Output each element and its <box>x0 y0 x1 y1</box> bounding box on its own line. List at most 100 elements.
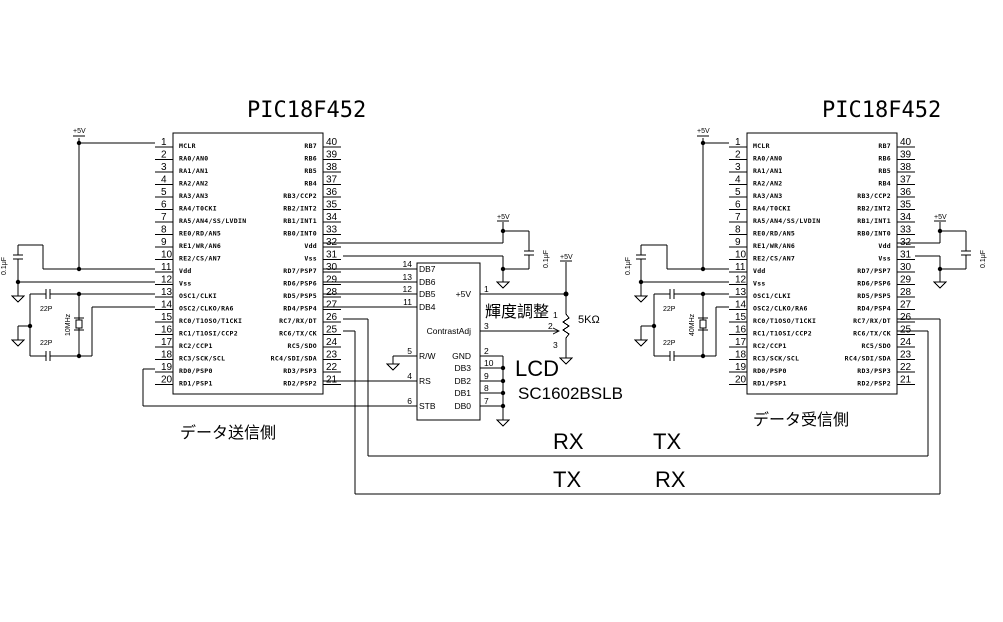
sender-osc-cap-label-top: 22P <box>40 306 53 313</box>
pin-number: 36 <box>326 187 338 198</box>
pin-number: 36 <box>900 187 912 198</box>
pin-name: RB1/INT1 <box>857 217 891 225</box>
lcd-pin-number: 9 <box>484 371 489 381</box>
receiver-chip-body <box>746 132 898 395</box>
lcd-pin-name: ContrastAdj <box>427 326 472 336</box>
pin-name: RA1/AN1 <box>753 167 783 175</box>
pin-name: RD2/PSP2 <box>283 380 317 388</box>
pin-number: 14 <box>735 300 747 311</box>
pin-number: 40 <box>900 137 912 148</box>
pin-name: RD2/PSP2 <box>857 380 891 388</box>
pot-value-label: 5KΩ <box>578 314 600 326</box>
pin-number: 26 <box>326 312 338 323</box>
pin-name: RE2/CS/AN7 <box>753 255 795 263</box>
lcd-pin-number: 10 <box>484 358 494 368</box>
lcd-pin-name: DB4 <box>419 302 436 312</box>
pin-number: 30 <box>900 262 912 273</box>
lcd-pin-name: STB <box>419 401 436 411</box>
pin-name: Vdd <box>878 242 891 250</box>
lcd-pin-number: 13 <box>403 272 413 282</box>
lcd-pin-number: 5 <box>407 346 412 356</box>
signal-line1-right: TX <box>653 429 681 454</box>
pin-number: 5 <box>735 187 741 198</box>
pin-number: 10 <box>735 250 747 261</box>
pin-name: RB5 <box>304 167 317 175</box>
pin-name: RD3/PSP3 <box>857 367 891 375</box>
pin-name: RD5/PSP5 <box>857 292 891 300</box>
pin-name: RD1/PSP1 <box>753 380 787 388</box>
pin-number: 24 <box>326 337 338 348</box>
pin-number: 5 <box>161 187 167 198</box>
pin-number: 35 <box>326 200 338 211</box>
pin-number: 19 <box>161 362 173 373</box>
pin-number: 23 <box>900 350 912 361</box>
pin-name: RB6 <box>304 155 317 163</box>
lcd-pin-name: DB5 <box>419 289 436 299</box>
pin-number: 27 <box>326 300 338 311</box>
pin-number: 37 <box>900 175 912 186</box>
receiver-crystal-label: 40MHz <box>689 313 696 336</box>
pin-number: 7 <box>161 212 167 223</box>
lcd-pin-name: DB0 <box>454 401 471 411</box>
pin-name: RC5/SDO <box>862 342 892 350</box>
lcd-pin-number: 4 <box>407 371 412 381</box>
signal-line2-left: TX <box>553 467 581 492</box>
pin-name: RC0/T1OSO/T1CKI <box>179 317 242 325</box>
pin-name: RE0/RD/AN5 <box>179 230 221 238</box>
pin-number: 28 <box>326 287 338 298</box>
pin-number: 18 <box>735 350 747 361</box>
pin-name: RB5 <box>878 167 891 175</box>
pin-name: MCLR <box>753 142 770 150</box>
pin-number: 17 <box>735 337 747 348</box>
pin-name: MCLR <box>179 142 196 150</box>
pin-number: 34 <box>326 212 338 223</box>
pot-pin-1: 1 <box>553 310 558 320</box>
receiver-right-vdd-label: +5V <box>934 214 947 221</box>
sender-right-cap-label: 0.1μF <box>543 250 550 268</box>
pin-number: 23 <box>326 350 338 361</box>
pin-number: 11 <box>735 262 746 273</box>
pin-name: Vdd <box>753 267 766 275</box>
pin-name: RB7 <box>878 142 891 150</box>
sender-power-wiring <box>10 135 155 303</box>
pin-name: RC7/RX/DT <box>279 317 317 325</box>
pin-name: RA2/AN2 <box>753 180 783 188</box>
receiver-oscillator <box>633 289 729 361</box>
pin-number: 35 <box>900 200 912 211</box>
pin-name: RB3/CCP2 <box>857 192 891 200</box>
receiver-caption: データ受信側 <box>753 410 849 429</box>
pin-number: 38 <box>326 162 338 173</box>
pin-name: RC6/TX/CK <box>279 330 317 338</box>
pin-number: 22 <box>900 362 912 373</box>
pin-number: 20 <box>161 375 173 386</box>
pin-name: RA4/T0CKI <box>753 205 791 213</box>
pin-number: 38 <box>900 162 912 173</box>
receiver-chip-title: PIC18F452 <box>822 98 941 123</box>
pin-number: 18 <box>161 350 173 361</box>
pin-number: 11 <box>161 262 172 273</box>
pin-name: Vdd <box>179 267 192 275</box>
pin-name: RD4/PSP4 <box>283 305 317 313</box>
pin-number: 3 <box>735 162 741 173</box>
pin-name: RE1/WR/AN6 <box>179 242 221 250</box>
pin-name: RB4 <box>304 180 317 188</box>
pin-number: 37 <box>326 175 338 186</box>
sender-right-vdd-label: +5V <box>497 214 510 221</box>
pin-name: Vss <box>179 280 192 288</box>
pin-number: 27 <box>900 300 912 311</box>
pin-name: RB2/INT2 <box>857 205 891 213</box>
uart-wiring <box>343 318 941 495</box>
receiver-osc-cap-label-bottom: 22P <box>663 340 676 347</box>
pin-number: 8 <box>735 225 741 236</box>
pin-name: Vdd <box>304 242 317 250</box>
pin-number: 14 <box>161 300 173 311</box>
pin-name: RA2/AN2 <box>179 180 209 188</box>
pin-name: OSC1/CLKI <box>753 292 791 300</box>
pin-number: 9 <box>161 237 167 248</box>
lcd-pin-number: 1 <box>484 284 489 294</box>
pin-number: 6 <box>735 200 741 211</box>
data-bus <box>142 268 417 407</box>
lcd-pin-name: DB3 <box>454 363 471 373</box>
